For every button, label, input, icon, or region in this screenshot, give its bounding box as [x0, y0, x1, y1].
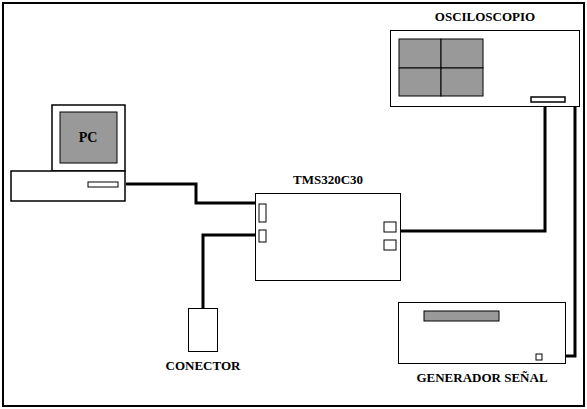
- device-drawing: [256, 194, 400, 280]
- device-drawing: [391, 31, 579, 106]
- pc-computer: PC: [10, 104, 126, 202]
- device-drawing: [399, 303, 565, 363]
- cable: [126, 184, 255, 203]
- cable: [401, 107, 545, 231]
- connector-box: CONECTOR: [188, 308, 218, 352]
- device-label: GENERADOR SEÑAL: [416, 370, 547, 385]
- dsp-board: TMS320C30: [255, 193, 401, 281]
- cable: [566, 107, 575, 356]
- device-label: PC: [79, 130, 98, 145]
- signal-generator: GENERADOR SEÑAL: [398, 302, 566, 364]
- device-label: CONECTOR: [166, 358, 241, 373]
- device-label: TMS320C30: [293, 172, 363, 187]
- device-label: OSCILOSCOPIO: [435, 9, 535, 24]
- cable: [203, 235, 255, 308]
- device-drawing: [10, 104, 126, 202]
- oscilloscope: OSCILOSCOPIO: [390, 30, 580, 107]
